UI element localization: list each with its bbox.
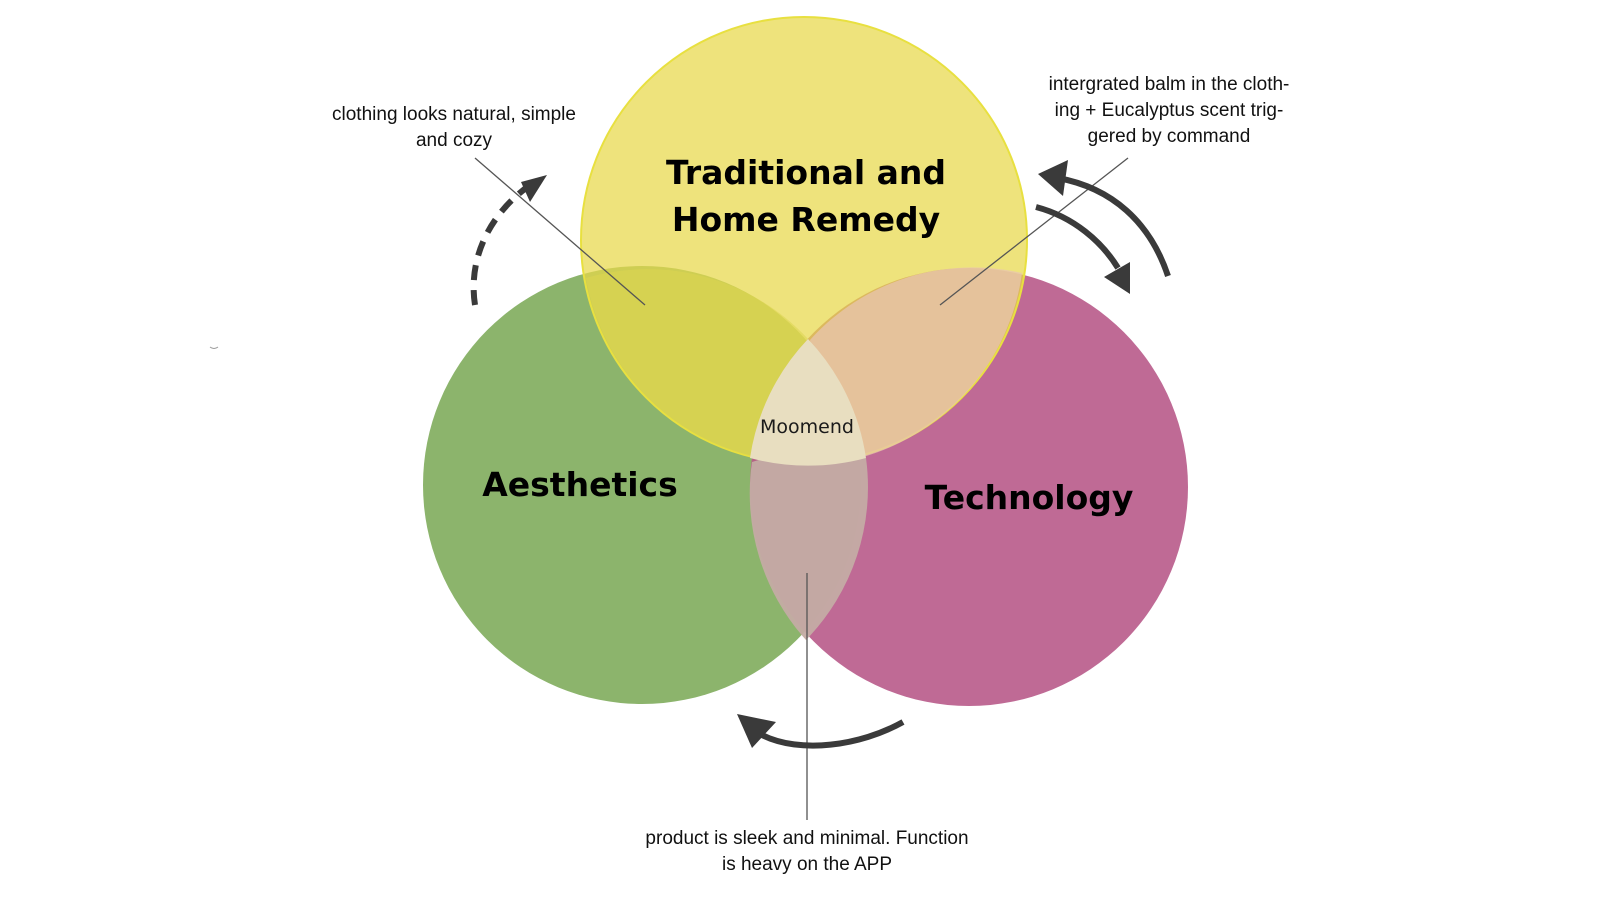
annotation-bottom-line-2: is heavy on the APP [722,854,892,875]
dashed-arrow-head-icon [521,175,547,202]
aesthetics-title: Aesthetics [482,465,678,504]
curved-arrow-bottom-icon [760,719,905,749]
traditional-title-line-1: Traditional and [666,153,946,192]
leader-line-top-right [939,157,1129,306]
curved-arrow-outer-head-icon [1038,160,1068,196]
annotation-top-right-line-1: intergrated balm in the cloth- [1049,74,1290,95]
center-overlap [750,339,866,466]
annotation-top-left-line-2: and cozy [416,130,493,151]
center-label: Moomend [760,416,854,438]
annotation-top-right-line-2: ing + Eucalyptus scent trig- [1055,100,1284,121]
overlap-traditional-aesthetics [586,269,808,456]
technology-title: Technology [925,478,1134,517]
traditional-title-line-2: Home Remedy [672,200,940,239]
dashed-curved-arrow-icon [470,182,532,306]
curved-arrow-outer-icon [1057,175,1171,277]
stray-mark [209,346,219,349]
curved-arrow-bottom-head-icon [737,714,776,748]
overlap-traditional-technology [810,267,1022,457]
annotation-top-right-line-3: gered by command [1088,126,1251,147]
leader-line-top-left [474,157,646,306]
annotation-bottom-line-1: product is sleek and minimal. Function [645,828,968,849]
curved-arrow-inner-head-icon [1104,262,1130,294]
annotation-top-left-line-1: clothing looks natural, simple [332,104,576,125]
overlap-aesthetics-technology [749,452,868,640]
curved-arrow-inner-icon [1035,204,1121,270]
